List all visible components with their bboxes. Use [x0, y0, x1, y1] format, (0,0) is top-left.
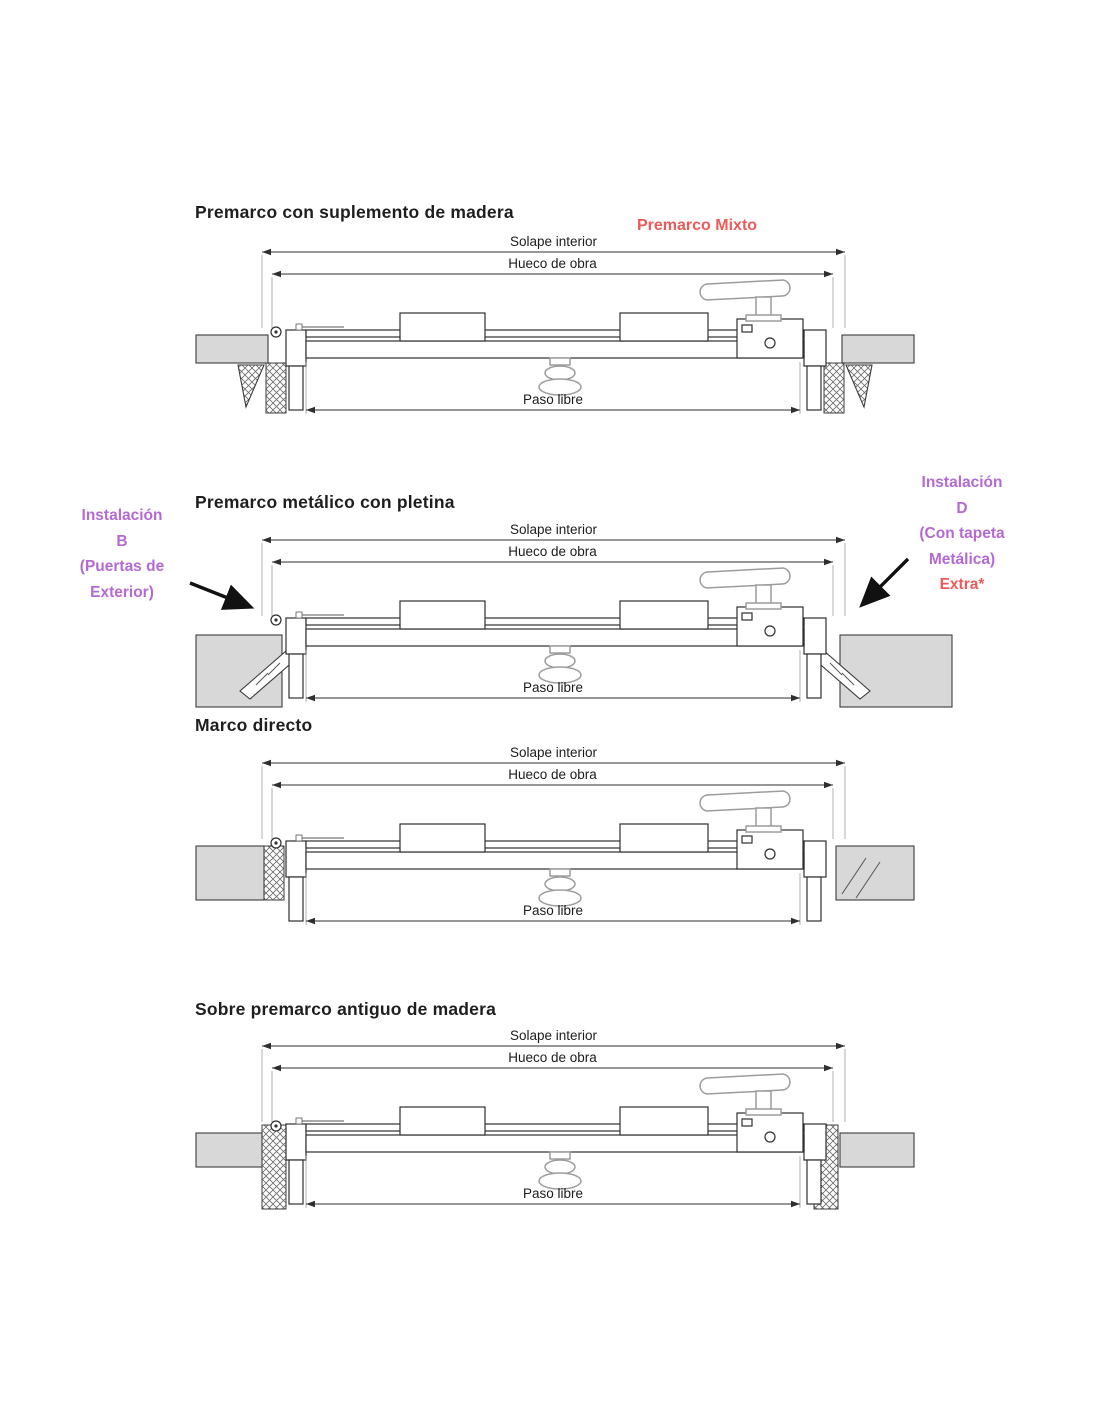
wall-left — [195, 845, 265, 901]
annotation-line: Exterior) — [90, 583, 154, 601]
frame-jamb-right — [803, 1123, 827, 1161]
anchor-plate — [845, 364, 873, 409]
door-knob — [538, 1151, 582, 1190]
wall-left — [195, 334, 269, 364]
door-knob — [538, 645, 582, 684]
dim-label-hueco-de-obra: Hueco de obra — [508, 1050, 597, 1065]
leaf-section-block — [619, 312, 709, 342]
door-leaf — [305, 851, 805, 870]
door-knob — [538, 357, 582, 396]
section-title-premarco-metalico: Premarco metálico con pletina — [195, 492, 455, 512]
hatched-packing — [265, 362, 287, 414]
annotation-instalacion-b: Instalación B (Puertas de Exterior) — [38, 503, 206, 605]
hatched-packing — [263, 845, 285, 901]
door-leaf — [305, 340, 805, 359]
dim-label-paso-libre: Paso libre — [523, 1186, 583, 1201]
annotation-instalacion-d: Instalación D (Con tapeta Metálica) Extr… — [878, 470, 1046, 598]
dim-label-solape-interior: Solape interior — [510, 1029, 598, 1043]
wall-right — [835, 845, 915, 901]
section-title-premarco-antiguo: Sobre premarco antiguo de madera — [195, 999, 497, 1019]
annotation-line: (Puertas de — [79, 558, 165, 575]
lever-handle — [699, 279, 791, 301]
leaf-section-block — [619, 823, 709, 853]
leaf-section-block — [399, 823, 486, 853]
section-title-premarco-suplemento: Premarco con suplemento de madera — [195, 202, 514, 222]
frame-jamb-left — [285, 840, 307, 878]
frame-jamb-right — [803, 617, 827, 655]
dim-label-solape-interior: Solape interior — [510, 235, 598, 249]
anchor-plate — [237, 364, 265, 409]
lever-handle — [699, 567, 791, 589]
frame-jamb-left — [285, 329, 307, 367]
hatched-packing — [823, 362, 845, 414]
frame-jamb-right — [803, 840, 827, 878]
wall-right — [841, 334, 915, 364]
wall-left — [195, 1132, 263, 1168]
leaf-section-block — [399, 1106, 486, 1136]
leaf-section-block — [399, 312, 486, 342]
annotation-line: Metálica) — [928, 550, 996, 568]
dim-label-paso-libre: Paso libre — [523, 392, 583, 407]
annotation-line: Instalación — [921, 474, 1003, 491]
door-leaf — [305, 1134, 805, 1153]
frame-jamb-right — [803, 329, 827, 367]
frame-jamb-left — [285, 617, 307, 655]
dim-label-paso-libre: Paso libre — [523, 903, 583, 918]
annotation-line: Instalación — [81, 507, 163, 524]
leaf-section-block — [619, 1106, 709, 1136]
wall-right — [839, 1132, 915, 1168]
dim-label-hueco-de-obra: Hueco de obra — [508, 544, 597, 559]
leaf-section-block — [399, 600, 486, 630]
annotation-line: D — [956, 499, 968, 517]
door-knob — [538, 868, 582, 907]
leaf-section-block — [619, 600, 709, 630]
lever-handle — [699, 1073, 791, 1095]
dim-label-hueco-de-obra: Hueco de obra — [508, 767, 597, 782]
label-premarco-mixto: Premarco Mixto — [637, 217, 758, 234]
dim-label-paso-libre: Paso libre — [523, 680, 583, 695]
annotation-line: (Con tapeta — [919, 525, 1005, 542]
dim-label-hueco-de-obra: Hueco de obra — [508, 256, 597, 271]
door-leaf — [305, 628, 805, 647]
dim-label-solape-interior: Solape interior — [510, 523, 598, 537]
hatched-packing — [261, 1124, 287, 1210]
frame-jamb-left — [285, 1123, 307, 1161]
dim-label-solape-interior: Solape interior — [510, 746, 598, 760]
annotation-extra: Extra* — [939, 576, 985, 593]
section-title-marco-directo: Marco directo — [195, 715, 313, 735]
annotation-line: B — [116, 532, 128, 550]
lever-handle — [699, 790, 791, 812]
